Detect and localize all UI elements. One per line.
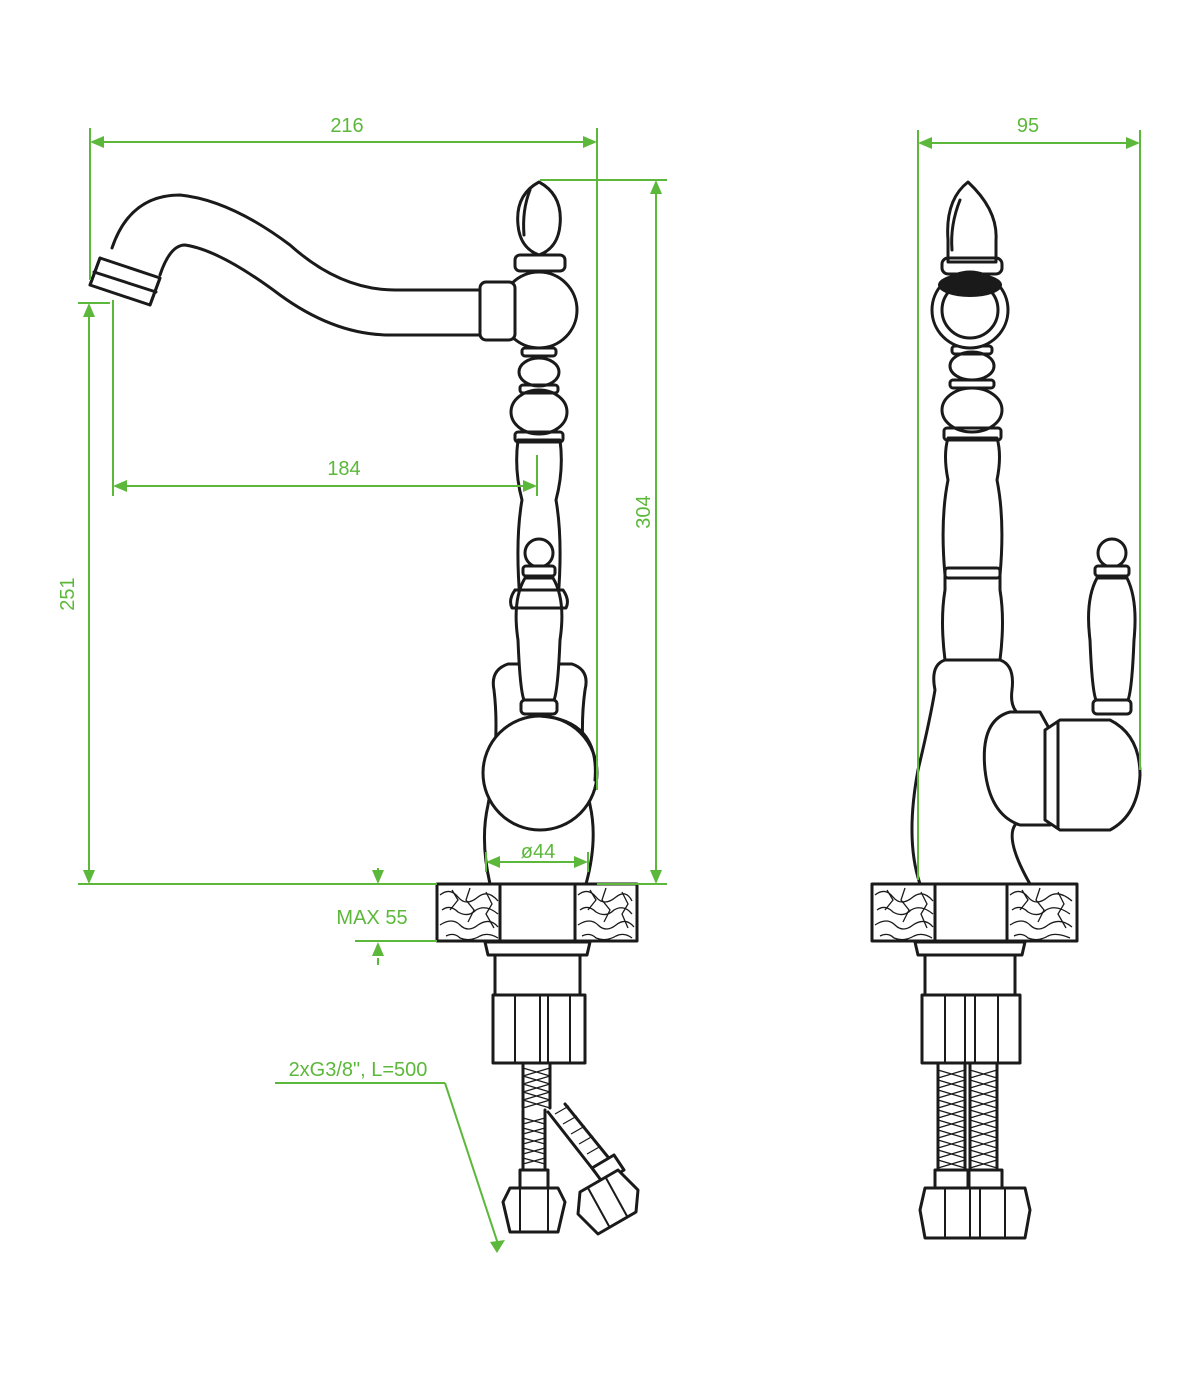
countertop-side (870, 882, 1079, 943)
hoses-side (918, 1061, 1032, 1240)
faucet-stem-side (940, 344, 1004, 662)
mounting-nut-front (483, 940, 592, 1065)
stone-texture-left (439, 887, 499, 941)
front-view (88, 180, 640, 1236)
dim-label-diameter-44: ø44 (521, 841, 555, 863)
dim-label-304: 304 (633, 495, 655, 528)
faucet-body-front (481, 662, 599, 886)
dim-label-max-55: MAX 55 (336, 907, 407, 929)
dim-label-251: 251 (57, 577, 79, 610)
spout-front (88, 193, 482, 337)
dim-label-184: 184 (327, 458, 360, 480)
spout-hub-front (478, 180, 579, 350)
hose-spec-label: 2xG3/8", L=500 (289, 1059, 428, 1081)
hose-spec-callout: 2xG3/8", L=500 (275, 1059, 505, 1253)
countertop-front (435, 882, 639, 943)
side-view (870, 180, 1142, 1240)
stone-texture-right (577, 887, 635, 941)
spout-side (930, 180, 1010, 350)
faucet-stem-front (509, 346, 569, 666)
dim-label-95: 95 (1017, 115, 1039, 137)
dim-label-216: 216 (330, 115, 363, 137)
dimension-max-countertop: MAX 55 (336, 868, 437, 965)
lever-handle-front (509, 537, 569, 716)
lever-handle-side (1087, 537, 1137, 716)
dimension-overall-height: 304 (540, 179, 667, 885)
dimension-overall-width: 216 (89, 115, 598, 790)
stone-texture-side-left (874, 887, 934, 941)
dimension-spout-height: 251 (57, 302, 437, 885)
faucet-body-side (910, 658, 1142, 886)
dimension-spout-reach: 184 (112, 300, 538, 496)
dimension-base-diameter: ø44 (485, 841, 589, 872)
hoses-front (501, 1061, 640, 1236)
stone-texture-side-right (1009, 887, 1073, 941)
mounting-nut-side (913, 940, 1027, 1065)
dimension-side-width: 95 (917, 115, 1141, 880)
